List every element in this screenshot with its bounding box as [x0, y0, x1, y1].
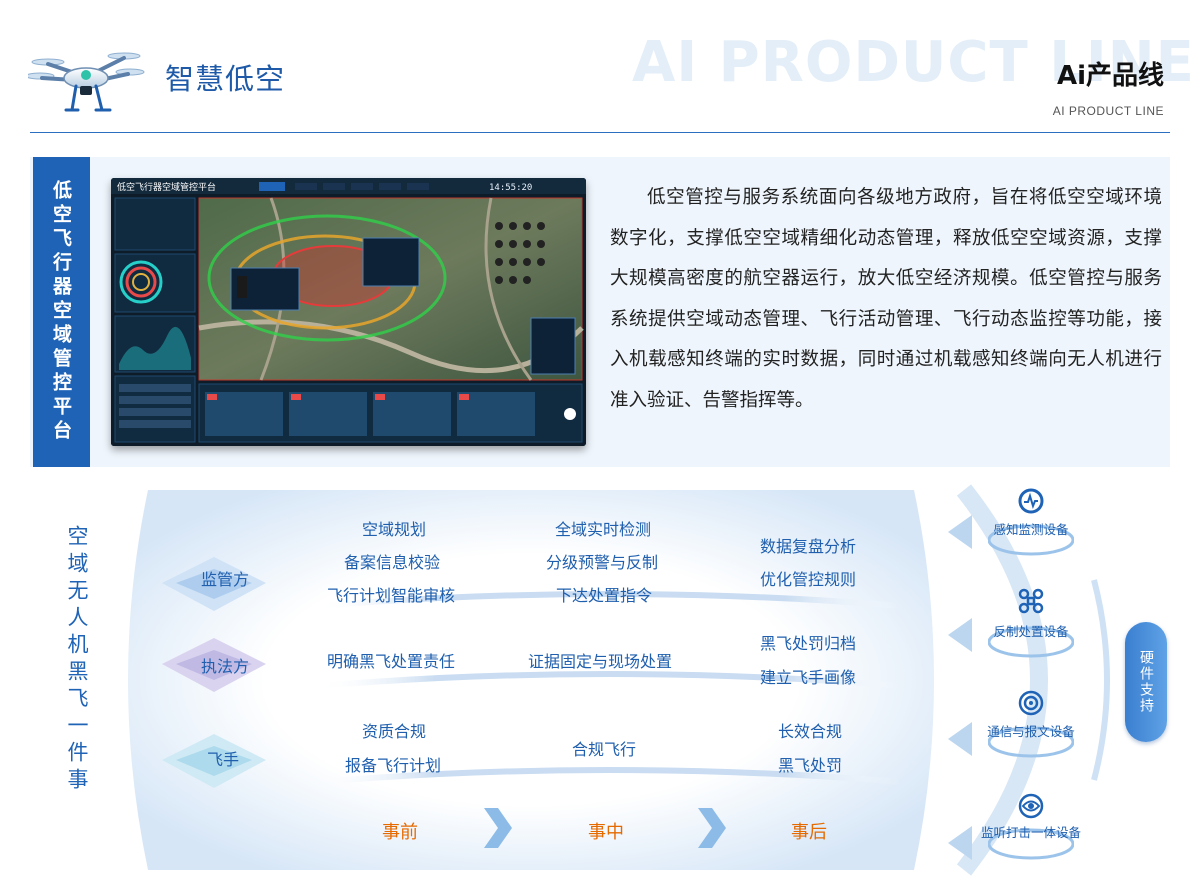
enforcer-item: 明确黑飞处置责任	[327, 652, 456, 671]
pilot-item: 报备飞行计划	[345, 756, 442, 775]
product-line-title: Ai产品线	[1056, 61, 1164, 91]
signal-icon	[1018, 690, 1044, 716]
diagram-background	[128, 490, 934, 870]
header-divider	[30, 132, 1170, 133]
arrow-right-icon	[698, 808, 726, 848]
regulator-item: 分级预警与反制	[546, 553, 659, 572]
platform-description: 低空管控与服务系统面向各级地方政府，旨在将低空空域环境数字化，支撑低空空域精细化…	[610, 187, 1162, 411]
platform-screenshot: 低空飞行器空域管控平台 14:55:20	[111, 178, 586, 446]
pilot-item: 合规飞行	[572, 740, 637, 759]
stage-during: 事中	[588, 822, 624, 843]
brand-title: 智慧低空	[165, 62, 286, 96]
regulator-diamond	[162, 557, 266, 611]
device-intercept: 监听打击一体设备	[980, 825, 1081, 840]
stage-after: 事后	[791, 822, 827, 843]
device-base	[988, 828, 1074, 860]
regulator-item: 飞行计划智能审核	[327, 586, 456, 605]
enforcer-item: 证据固定与现场处置	[528, 652, 673, 671]
arrow-right-icon	[484, 808, 512, 848]
device-base	[988, 524, 1074, 556]
screen-title: 低空飞行器空域管控平台	[117, 181, 216, 193]
drone-logo	[28, 52, 145, 112]
drone-icon	[1018, 588, 1044, 614]
device-base	[988, 626, 1074, 658]
pilot-diamond	[162, 734, 266, 788]
pilot-item: 黑飞处罚	[778, 756, 843, 775]
regulator-item: 全域实时检测	[555, 520, 652, 539]
device-countermeasure: 反制处置设备	[993, 624, 1069, 639]
role-enforcer: 执法方	[200, 657, 249, 676]
enforcer-item: 黑飞处罚归档	[760, 634, 857, 653]
regulator-item: 下达处置指令	[556, 586, 653, 605]
product-line-subtitle: AI PRODUCT LINE	[1052, 104, 1164, 118]
dashboard-illustration: 低空飞行器空域管控平台 14:55:20	[111, 178, 586, 446]
device-sensing: 感知监测设备	[993, 522, 1069, 537]
device-arc	[956, 484, 1110, 876]
watermark-text: AI PRODUCT LINE	[632, 30, 1192, 95]
target-icon	[1018, 793, 1044, 819]
regulator-item: 空域规划	[362, 520, 427, 539]
device-communication: 通信与报文设备	[987, 724, 1075, 739]
chevron-left-icon	[948, 826, 972, 860]
chevron-left-icon	[948, 618, 972, 652]
role-regulator: 监管方	[200, 570, 249, 589]
platform-tab: 低空飞行器空域管控平台	[33, 157, 90, 467]
hardware-support-badge: 硬件支持	[1125, 622, 1167, 742]
pilot-item: 资质合规	[362, 722, 427, 741]
radar-icon	[1018, 488, 1044, 514]
chevron-left-icon	[948, 722, 972, 756]
device-base	[988, 726, 1074, 758]
regulator-item: 备案信息校验	[344, 553, 441, 572]
enforcer-item: 建立飞手画像	[760, 668, 857, 687]
screen-time: 14:55:20	[489, 183, 532, 193]
regulator-item: 数据复盘分析	[760, 537, 857, 556]
enforcer-diamond	[162, 638, 266, 692]
role-pilot: 飞手	[206, 750, 239, 769]
stage-before: 事前	[382, 822, 418, 843]
pilot-item: 长效合规	[778, 722, 843, 741]
diagram-vertical-title: 空域无人机黑飞一件事	[65, 525, 89, 795]
regulator-item: 优化管控规则	[760, 570, 857, 589]
chevron-left-icon	[948, 515, 972, 549]
